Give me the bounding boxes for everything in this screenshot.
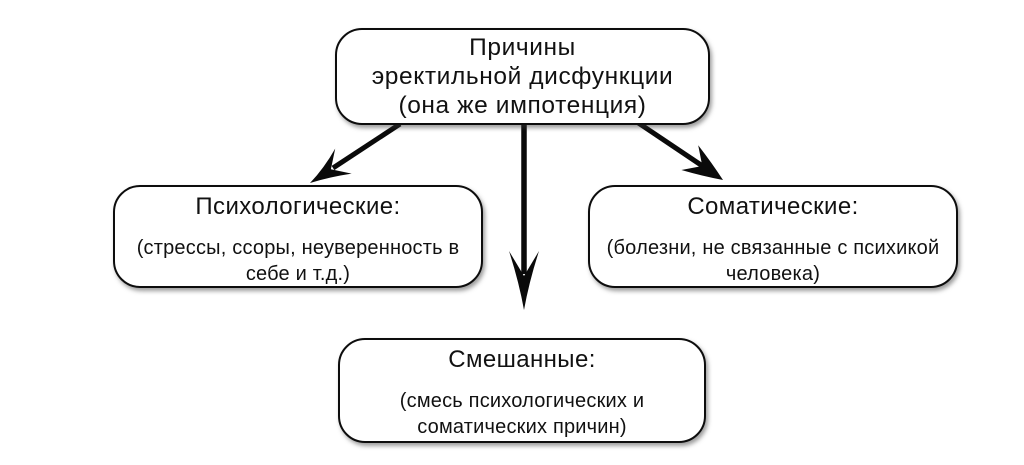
root-line-1: Причины — [469, 34, 576, 61]
arrow-to-mixed — [509, 124, 539, 310]
node-psychological: Психологические: (стрессы, ссоры, неувер… — [113, 185, 483, 288]
node-somatic: Соматические: (болезни, не связанные с п… — [588, 185, 958, 288]
node-somatic-body-line-1: (болезни, не связанные с психикой — [606, 237, 940, 259]
node-somatic-body-line-2: человека) — [725, 263, 821, 285]
root-line-3: (она же импотенция) — [398, 92, 647, 119]
node-somatic-body: (болезни, не связанные с психикой челове… — [590, 235, 956, 287]
node-psychological-body: (стрессы, ссоры, неуверенность в себе и … — [115, 235, 481, 287]
node-psychological-title: Психологические: — [195, 193, 401, 220]
node-somatic-title: Соматические: — [687, 193, 859, 220]
node-psychological-body-line-1: (стрессы, ссоры, неуверенность в — [136, 237, 460, 259]
node-psychological-body-line-2: себе и т.д.) — [245, 263, 351, 285]
node-mixed-title: Смешанные: — [448, 346, 596, 373]
arrow-to-somatic — [635, 119, 723, 180]
node-mixed-body: (смесь психологических и соматических пр… — [340, 388, 704, 440]
arrow-to-psychological — [310, 121, 402, 183]
node-mixed-body-line-1: (смесь психологических и — [399, 390, 645, 412]
node-mixed: Смешанные: (смесь психологических и сома… — [338, 338, 706, 443]
node-causes: Причины эректильной дисфункции (она же и… — [335, 28, 710, 125]
root-line-2: эректильной дисфункции — [371, 63, 674, 90]
node-mixed-body-line-2: соматических причин) — [417, 416, 627, 438]
